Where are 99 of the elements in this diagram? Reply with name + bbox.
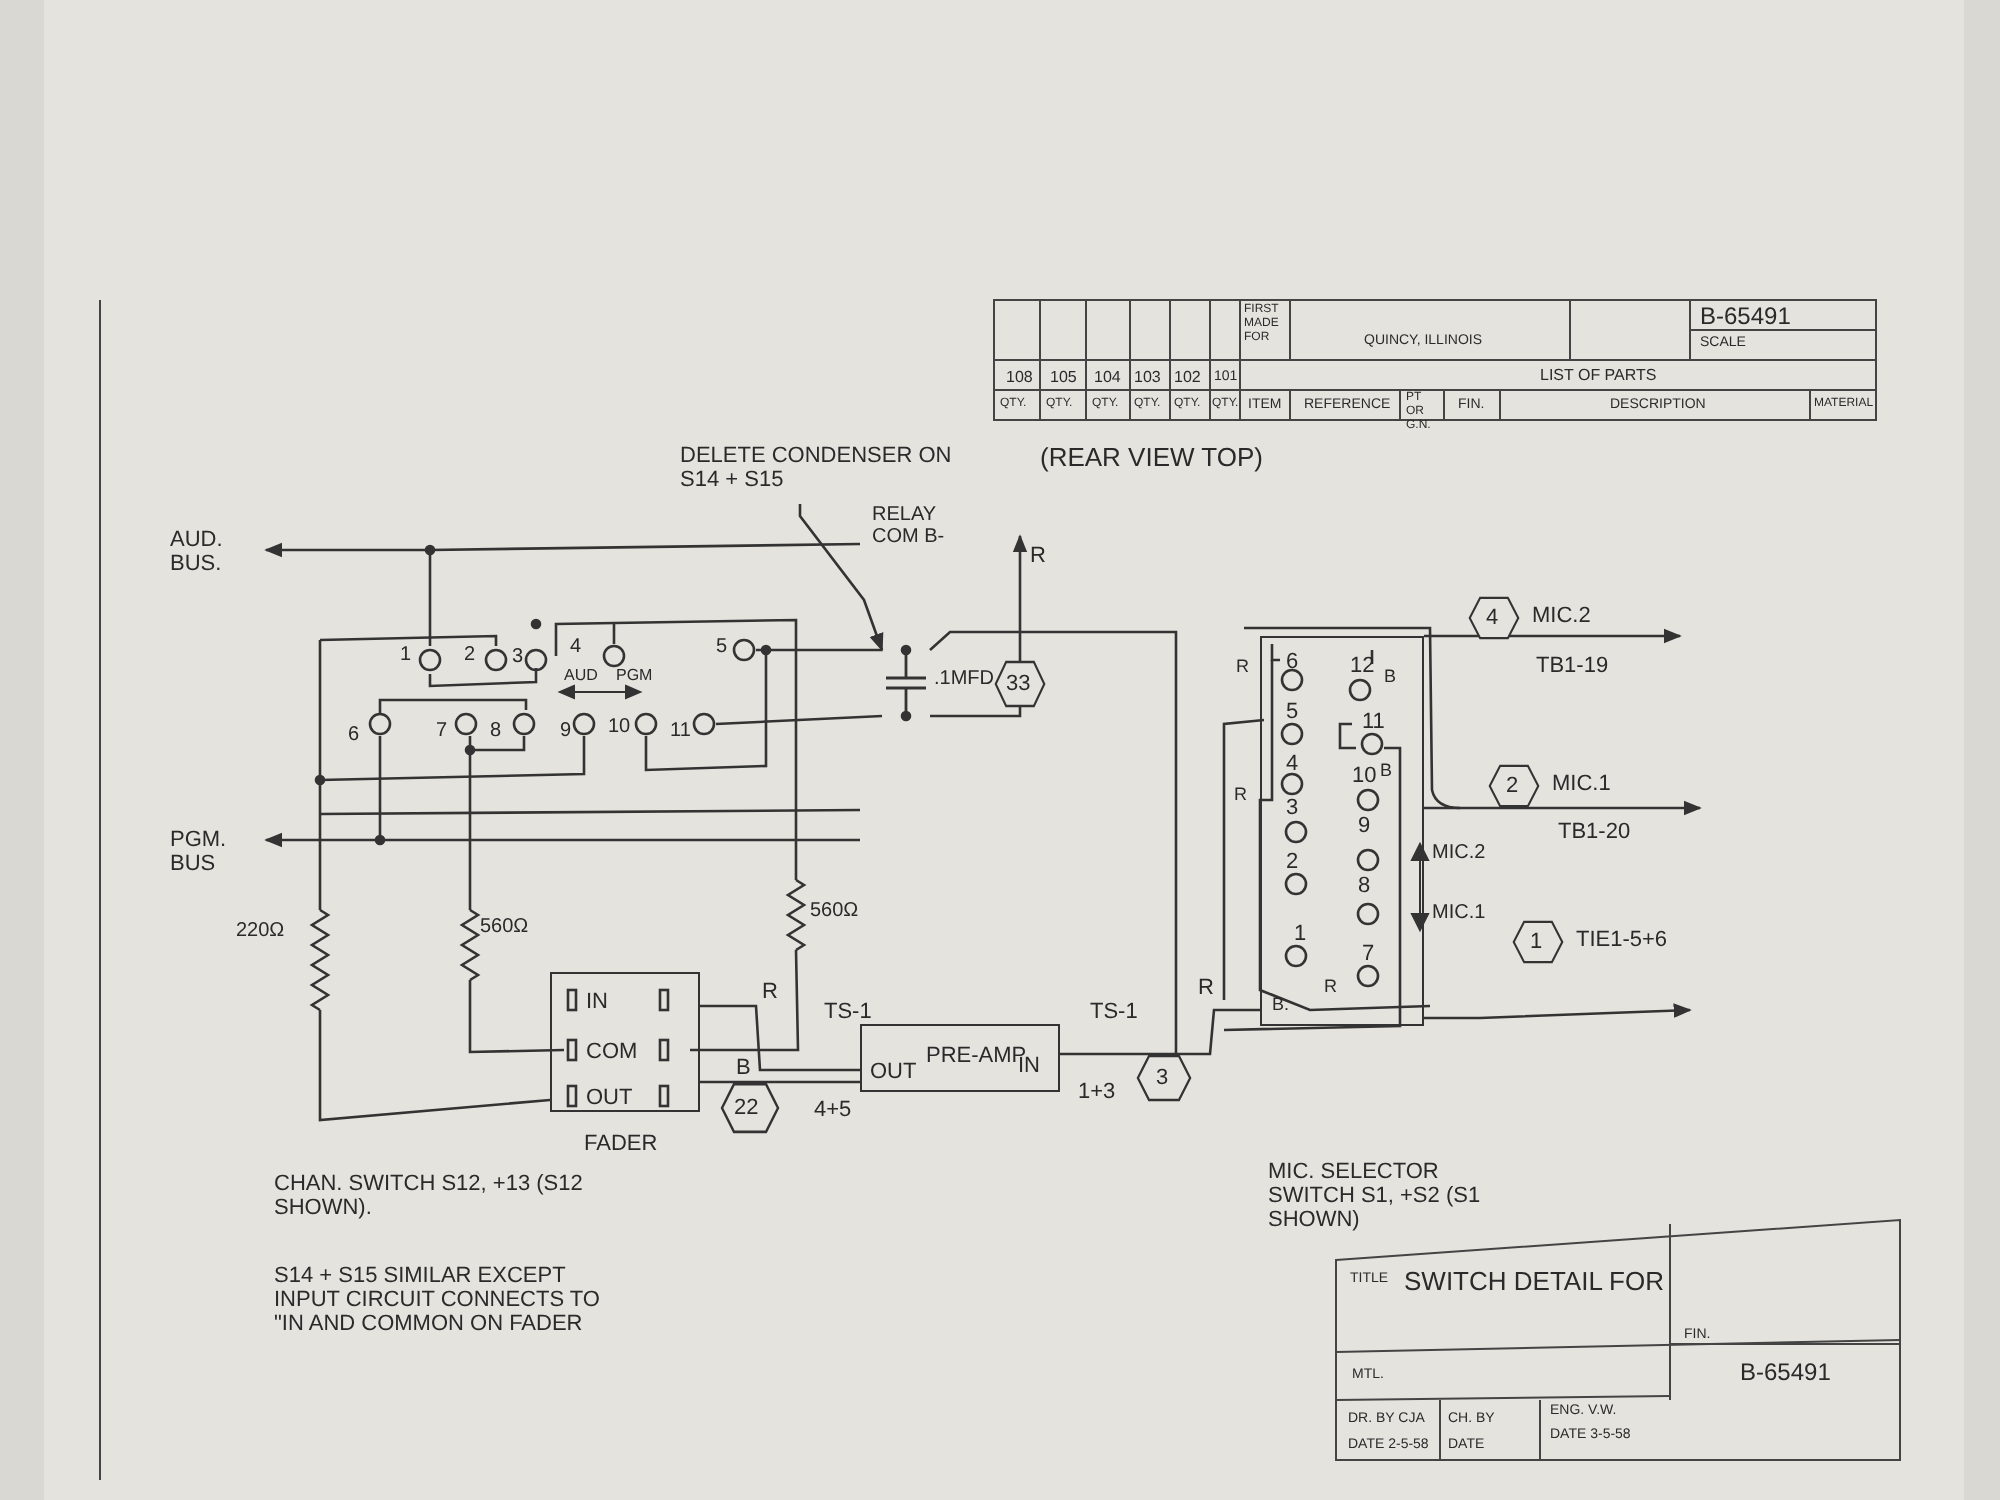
- terminal-number: 6: [1286, 650, 1299, 674]
- wire: [929, 630, 1178, 1054]
- terminal-number: 3: [512, 646, 524, 668]
- terminal-label: 4+5: [814, 1098, 852, 1122]
- terminal-number: 3: [1286, 796, 1299, 820]
- note-text: MIC. SELECTOR SWITCH S1, +S2 (S1 SHOWN): [1268, 1160, 1483, 1232]
- fader-box: [550, 972, 700, 1112]
- terminal-label: OUT: [586, 1086, 633, 1110]
- terminal-number: 7: [1362, 942, 1375, 966]
- mic-selector-switch: [1260, 636, 1424, 1026]
- terminal-number: 10: [608, 716, 631, 738]
- terminal-number: 5: [716, 636, 728, 658]
- edge-label: R: [1028, 544, 1048, 568]
- terminal-number: 8: [490, 720, 502, 742]
- tag-number: 1: [1530, 930, 1543, 954]
- bus-arrow: [264, 832, 860, 848]
- terminal-number: 4: [1286, 752, 1299, 776]
- wire-arrow: [1424, 1003, 1692, 1020]
- terminal-tag: [1488, 764, 1540, 808]
- terminal-number: 12: [1350, 654, 1375, 678]
- bus-label: PGM. BUS: [170, 828, 229, 876]
- position-label: MIC.1: [1432, 902, 1486, 924]
- terminal-number: 9: [1358, 814, 1371, 838]
- terminal-label: COM: [586, 1040, 638, 1064]
- terminal-number: 10: [1352, 764, 1377, 788]
- terminal-number: 2: [464, 644, 476, 666]
- column-number: 105: [1050, 368, 1077, 386]
- terminal-tag: [1468, 596, 1520, 640]
- resistor-value: 220Ω: [236, 920, 285, 942]
- terminal-tag: [1512, 920, 1564, 964]
- column-number: 103: [1134, 368, 1161, 386]
- signal-label: MIC.1: [1552, 772, 1611, 796]
- edge-label: R: [1196, 976, 1216, 1000]
- tag-number: 4: [1486, 606, 1499, 630]
- terminal-label: TS-1: [1090, 1000, 1138, 1024]
- note-text: DELETE CONDENSER ON S14 + S15: [680, 444, 954, 492]
- position-label: MIC.2: [1432, 842, 1486, 864]
- terminal-number: 11: [1362, 710, 1385, 734]
- terminal-tag: [994, 660, 1046, 708]
- tag-number: 3: [1156, 1066, 1169, 1090]
- pre-amp-box: [860, 1024, 1060, 1092]
- position-label: PGM: [616, 666, 653, 684]
- position-label: AUD: [564, 666, 598, 684]
- tag-number: 2: [1506, 774, 1519, 798]
- drawing-title: SWITCH DETAIL FOR: [1404, 1268, 1664, 1296]
- wire: [700, 1004, 860, 1072]
- edge-label: TB1-20: [1556, 820, 1633, 844]
- terminal-number: 2: [1286, 850, 1299, 874]
- wire-color-label: B: [1384, 666, 1397, 686]
- edge-label: TB1-19: [1534, 654, 1611, 678]
- terminal-number: 1: [1294, 922, 1307, 946]
- drawing-number: B-65491: [1740, 1360, 1831, 1386]
- wire-color-label: B.: [1272, 994, 1290, 1014]
- wire-color-label: B: [1380, 760, 1393, 780]
- terminal-label: IN: [586, 990, 608, 1014]
- terminal-label: OUT: [870, 1060, 917, 1084]
- column-number: 102: [1174, 368, 1201, 386]
- terminal-number: 11: [670, 720, 691, 742]
- view-note: (REAR VIEW TOP): [1040, 444, 1263, 472]
- leader-line: [798, 504, 884, 652]
- terminal-number: 6: [348, 724, 360, 746]
- terminal-number: 9: [560, 720, 572, 742]
- tag-number: 33: [1006, 672, 1031, 696]
- drawing-number: B-65491: [1700, 304, 1791, 330]
- capacitor-symbol: [882, 650, 930, 716]
- resistor-value: 560Ω: [810, 900, 859, 922]
- terminal-tag: [720, 1082, 780, 1134]
- table-header: LIST OF PARTS: [1540, 366, 1657, 384]
- component-caption: FADER: [584, 1132, 658, 1156]
- tag-number: 22: [734, 1096, 759, 1120]
- bus-arrow: [264, 542, 430, 558]
- column-number: 108: [1006, 368, 1033, 386]
- wire-arrow: [1424, 800, 1702, 816]
- wire: [700, 1080, 860, 1084]
- bus-label: AUD. BUS.: [170, 528, 225, 576]
- column-number: 104: [1094, 368, 1121, 386]
- terminal-label: 1+3: [1078, 1080, 1116, 1104]
- signal-label: TIE1-5+6: [1576, 928, 1668, 952]
- wire-color-label: R: [1324, 976, 1337, 996]
- wire-color-label: R: [1236, 656, 1249, 676]
- terminal-tag: [1136, 1054, 1192, 1102]
- terminal-label: TS-1: [824, 1000, 872, 1024]
- signal-label: MIC.2: [1532, 604, 1591, 628]
- resistor-value: 560Ω: [480, 916, 529, 938]
- terminal-number: 1: [400, 644, 412, 666]
- terminal-number: 4: [570, 636, 582, 658]
- component-value: .1MFD: [934, 668, 994, 690]
- terminal-label: IN: [1018, 1054, 1040, 1078]
- terminal-number: 7: [436, 720, 448, 742]
- wire: [1060, 1008, 1260, 1056]
- wire-arrow: [1424, 628, 1682, 644]
- relay-note: RELAY COM B-: [872, 504, 947, 548]
- edge-label: R: [760, 980, 780, 1004]
- terminal-number: 8: [1358, 874, 1371, 898]
- note-text: CHAN. SWITCH S12, +13 (S12 SHOWN).: [274, 1172, 585, 1220]
- note-text: S14 + S15 SIMILAR EXCEPT INPUT CIRCUIT CONNECTS TO "IN AND COMMON ON FADER: [274, 1264, 602, 1336]
- terminal-number: 5: [1286, 700, 1299, 724]
- edge-label: B: [734, 1056, 753, 1080]
- wire-color-label: R: [1234, 784, 1247, 804]
